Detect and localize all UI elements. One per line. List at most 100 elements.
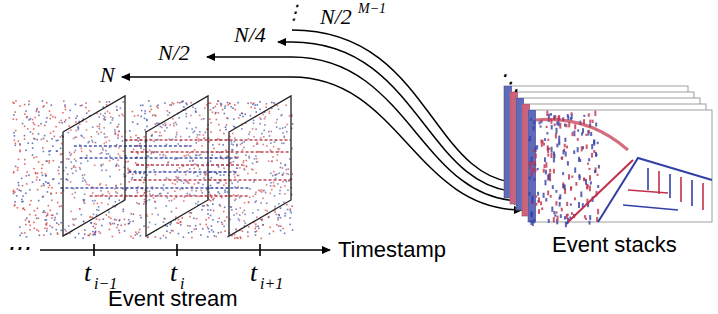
event-dot xyxy=(92,234,94,236)
frame-event xyxy=(534,178,536,181)
event-dot xyxy=(220,156,222,158)
event-dot xyxy=(24,163,26,165)
event-dot xyxy=(135,234,137,236)
event-dot xyxy=(39,179,41,181)
event-dot xyxy=(19,151,21,153)
frame-event xyxy=(591,153,593,158)
window-length: N xyxy=(100,64,115,86)
event-dot xyxy=(156,123,158,125)
frame-event xyxy=(564,138,566,142)
window-length: N/4 xyxy=(234,24,266,46)
frame-event xyxy=(587,163,589,165)
event-dot xyxy=(27,128,29,130)
event-dot xyxy=(82,237,84,239)
event-dot xyxy=(53,178,55,180)
event-dot xyxy=(36,177,38,179)
event-dot xyxy=(140,217,142,219)
event-dot xyxy=(143,136,145,138)
event-dot xyxy=(62,112,64,114)
event-dot xyxy=(46,224,48,226)
event-dot xyxy=(234,237,236,239)
event-dot xyxy=(38,111,40,113)
frame-event xyxy=(588,130,590,133)
frame-event xyxy=(553,157,555,162)
event-dot xyxy=(24,135,26,137)
event-dot xyxy=(220,232,222,234)
event-dot xyxy=(221,104,223,106)
frame-event xyxy=(542,140,544,143)
event-dot xyxy=(12,102,14,104)
event-dot xyxy=(99,219,101,221)
frame-event xyxy=(588,158,590,161)
event-dot xyxy=(42,106,44,108)
frame-event xyxy=(574,167,576,172)
event-dot xyxy=(52,227,54,229)
frame-event xyxy=(529,136,531,140)
event-dot xyxy=(25,219,27,221)
frame-event xyxy=(583,115,585,117)
event-dot xyxy=(36,139,38,141)
frame-event xyxy=(549,173,551,178)
frame-event xyxy=(571,212,573,215)
event-dot xyxy=(137,145,139,147)
event-dot xyxy=(226,124,228,126)
event-dot xyxy=(95,231,97,233)
event-dot xyxy=(181,217,183,219)
event-dot xyxy=(217,191,219,193)
frame-event xyxy=(553,217,555,222)
event-dot xyxy=(213,210,215,212)
event-dot xyxy=(46,140,48,142)
frame-event xyxy=(547,145,549,150)
event-dot xyxy=(146,119,148,121)
event-dot xyxy=(239,115,241,117)
event-dot xyxy=(129,181,131,183)
event-dot xyxy=(60,222,62,224)
event-dot xyxy=(169,112,171,114)
event-dot xyxy=(30,200,32,202)
event-dot xyxy=(21,178,23,180)
event-dot xyxy=(24,209,26,211)
event-dot xyxy=(45,121,47,123)
event-dot xyxy=(29,204,31,206)
frame-event xyxy=(584,215,586,218)
event-dot xyxy=(85,102,87,104)
event-dot xyxy=(210,185,212,187)
frame-event xyxy=(555,190,557,193)
event-dot xyxy=(248,226,250,228)
event-dot xyxy=(227,191,229,193)
event-dot xyxy=(143,182,145,184)
event-dot xyxy=(255,226,257,228)
event-dot xyxy=(224,113,226,115)
event-dot xyxy=(257,104,259,106)
event-dot xyxy=(44,135,46,137)
frame-event xyxy=(597,209,599,215)
event-dot xyxy=(138,232,140,234)
event-dot xyxy=(33,138,35,140)
event-dot xyxy=(94,227,96,229)
frame-event xyxy=(568,174,570,179)
event-dot xyxy=(191,212,193,214)
barrier-post xyxy=(691,180,693,206)
event-dot xyxy=(115,219,117,221)
event-dot xyxy=(13,102,15,104)
event-dot xyxy=(50,150,52,152)
event-dot xyxy=(17,167,19,169)
event-dot xyxy=(280,230,282,232)
event-dot xyxy=(155,236,157,238)
event-dot xyxy=(186,102,188,104)
frame-event xyxy=(561,157,563,160)
event-dot xyxy=(75,118,77,120)
event-dot xyxy=(199,224,201,226)
event-dot xyxy=(268,217,270,219)
event-dot xyxy=(53,160,55,162)
event-dot xyxy=(132,111,134,113)
event-dot xyxy=(29,214,31,216)
frame-event xyxy=(597,185,599,188)
event-dot xyxy=(60,178,62,180)
event-dot xyxy=(195,225,197,227)
event-dot xyxy=(259,101,261,103)
event-dot xyxy=(118,220,120,222)
event-dot xyxy=(163,235,165,237)
event-dot xyxy=(56,213,58,215)
frame-event xyxy=(574,124,576,129)
